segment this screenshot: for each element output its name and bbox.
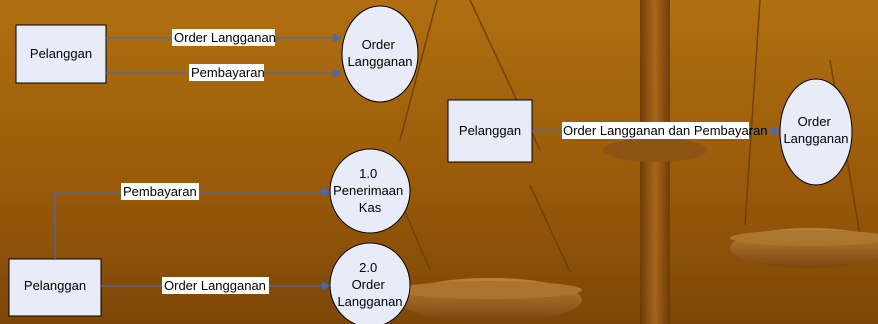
top-process-circle <box>341 5 419 103</box>
bottom-process-1-circle <box>329 148 411 234</box>
scale-pole-collar <box>603 138 707 162</box>
right-process-circle <box>779 78 853 186</box>
top-process-label: Order Langganan <box>347 37 412 69</box>
top-flow-2-label-bg <box>189 64 264 81</box>
right-flow-label-bg <box>562 122 749 139</box>
bottom-flow-1-label: Pembayaran <box>123 184 197 199</box>
bottom-diagram: Pelanggan Pembayaran Order Langganan 1.0… <box>8 148 411 324</box>
bottom-flow-1-arrow <box>54 187 331 259</box>
bottom-entity-box <box>8 258 102 317</box>
scale-string <box>529 184 571 273</box>
right-flow-label: Order Langganan dan Pembayaran <box>563 123 768 138</box>
top-flow-1-label-bg <box>172 29 275 46</box>
bottom-flow-1-label-bg <box>121 183 199 200</box>
top-entity-box <box>15 24 107 84</box>
top-flow-2-label: Pembayaran <box>191 65 265 80</box>
bottom-process-2-circle <box>329 242 411 324</box>
scale-pan-left-rim <box>398 281 582 299</box>
bottom-entity-label: Pelanggan <box>24 278 86 293</box>
scale-background <box>398 0 878 324</box>
scale-pan-right-rim <box>730 230 878 246</box>
right-process-label: Order Langganan <box>783 114 848 146</box>
top-flow-1-label: Order Langganan <box>174 30 276 45</box>
right-diagram: Pelanggan Order Langganan dan Pembayaran… <box>447 78 853 186</box>
bottom-process-1-label: 1.0 Penerimaan Kas <box>333 166 407 215</box>
right-entity-box <box>447 99 533 163</box>
bottom-flow-2-label-bg <box>162 277 269 294</box>
scale-string <box>399 0 438 141</box>
scale-string <box>744 0 761 226</box>
top-diagram: Pelanggan Order Langganan Pembayaran Ord… <box>15 5 419 103</box>
top-entity-label: Pelanggan <box>30 46 92 61</box>
right-entity-label: Pelanggan <box>459 123 521 138</box>
bottom-process-2-label: 2.0 Order Langganan <box>337 260 402 309</box>
bottom-flow-2-label: Order Langganan <box>164 278 266 293</box>
